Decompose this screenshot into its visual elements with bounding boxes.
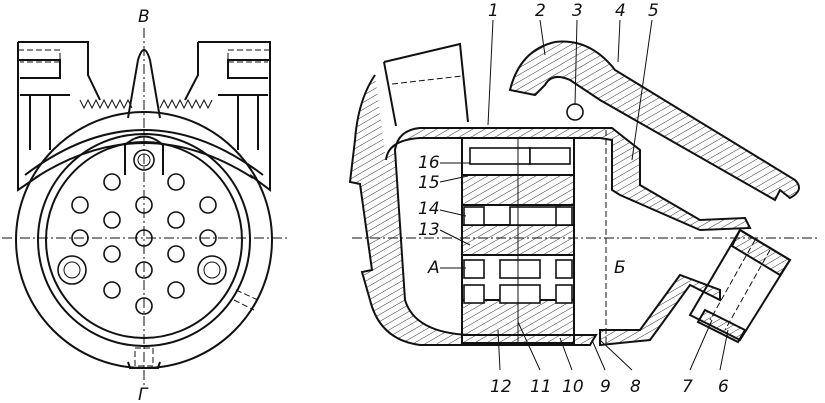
callout-15: 15 [418,173,440,193]
front-view: В Г [2,7,288,403]
callout-8: 8 [630,377,641,397]
callout-10: 10 [562,377,584,397]
latch-lever [508,40,800,202]
marker-a: А [427,258,440,278]
callout-12: 12 [490,377,512,397]
callout-2: 2 [535,1,546,21]
callout-4: 4 [615,1,626,21]
bottom-boss [127,361,161,369]
guide-pin-left [57,255,87,285]
callout-6: 6 [718,377,729,397]
marker-b: Б [614,258,626,278]
right-spring [159,98,213,110]
callout-1: 1 [488,1,499,21]
callout-14: 14 [418,199,440,219]
coupling-nut [688,228,792,344]
right-bracket [184,41,271,192]
housing-inner [37,133,251,347]
callout-16: 16 [418,153,440,173]
callout-13: 13 [418,220,440,240]
collar [24,129,264,176]
contact-insert [461,137,575,344]
section-view: 1 2 3 4 5 6 7 8 9 10 11 12 13 14 15 16 А… [348,1,820,397]
left-spring [79,98,133,110]
section-label-top: В [138,7,150,27]
housing-shell [348,74,752,346]
callout-11: 11 [530,377,552,397]
callout-5: 5 [648,1,659,21]
callout-9: 9 [600,377,611,397]
pivot-pin [566,103,584,121]
guide-pin-right [197,255,227,285]
callout-3: 3 [572,1,583,21]
cable-cap [383,42,469,127]
section-label-bottom: Г [138,385,149,403]
callout-7: 7 [682,377,693,397]
left-bracket [17,41,101,192]
housing-lower [599,273,721,347]
